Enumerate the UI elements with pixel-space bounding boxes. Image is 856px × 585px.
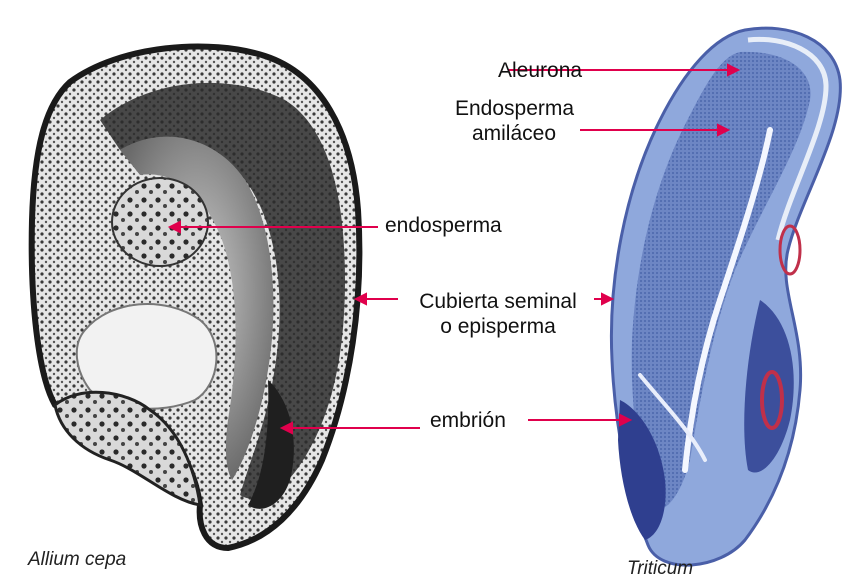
allium-endosperm-core — [112, 178, 208, 266]
label-endosperma-amilaceo-line1: Endosperma — [455, 96, 573, 121]
arrow-cubierta-left — [356, 294, 398, 304]
label-embrion: embrión — [430, 408, 506, 433]
label-endosperma-amilaceo: Endosperma amiláceo — [455, 96, 573, 146]
label-cubierta-line1: Cubierta seminal — [402, 289, 594, 314]
species-label-allium: Allium cepa — [28, 549, 126, 571]
label-cubierta-seminal: Cubierta seminal o episperma — [402, 289, 594, 339]
label-endosperma: endosperma — [385, 213, 502, 238]
arrow-cubierta-right — [594, 294, 612, 304]
arrow-embrion-right — [528, 415, 630, 425]
species-label-triticum: Triticum — [627, 558, 693, 580]
label-aleurona: Aleurona — [498, 58, 582, 83]
allium-cepa-seed — [32, 47, 360, 548]
label-endosperma-amilaceo-line2: amiláceo — [455, 121, 573, 146]
label-cubierta-line2: o episperma — [402, 314, 594, 339]
triticum-grain — [611, 28, 840, 565]
